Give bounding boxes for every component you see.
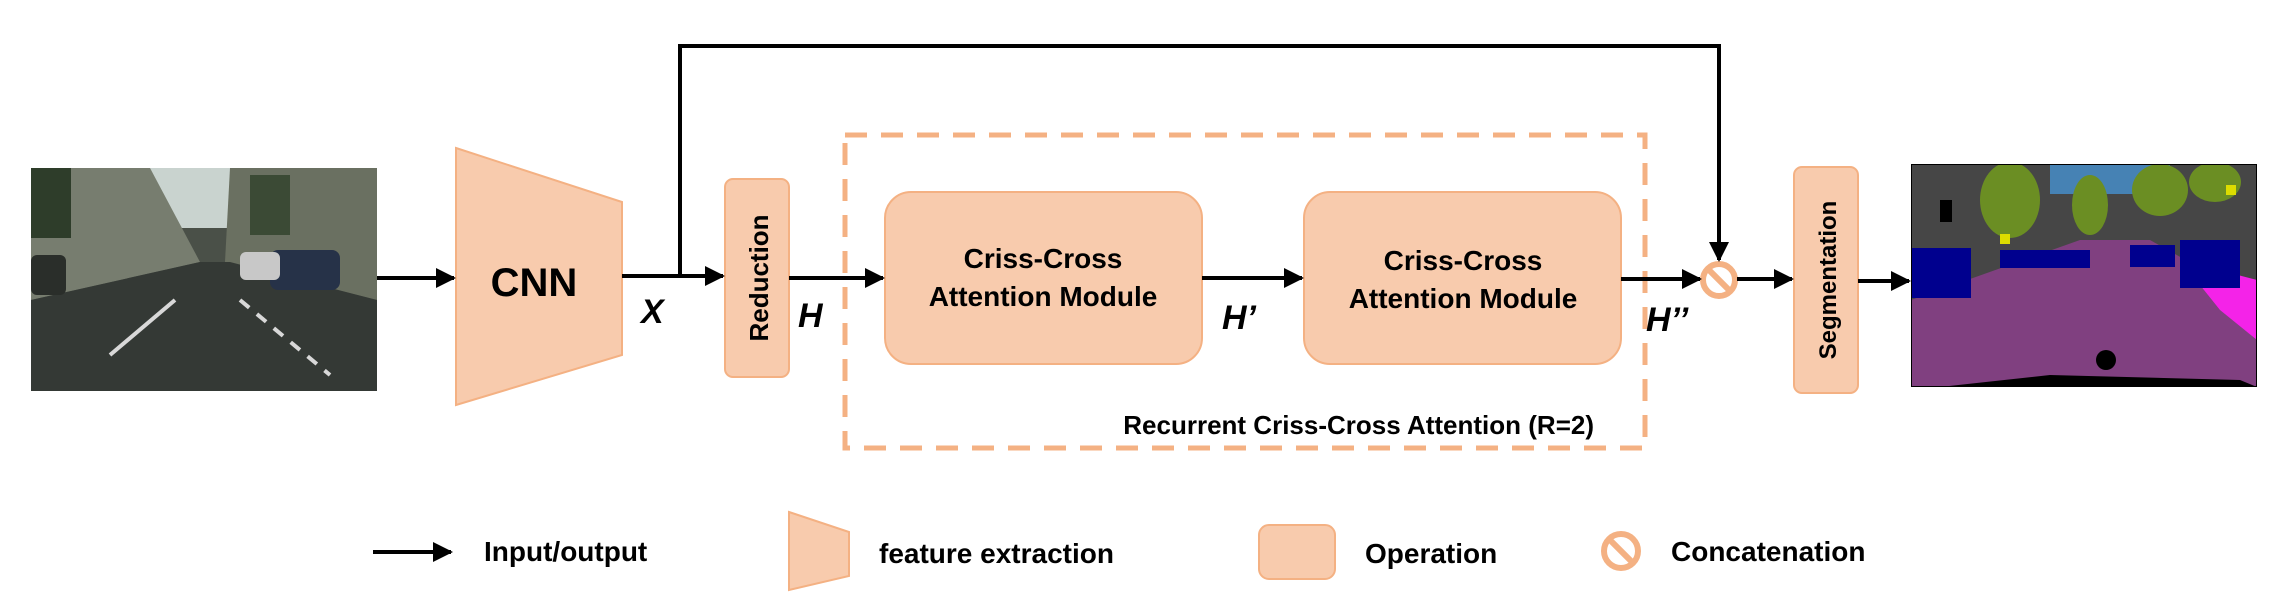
feature-label-x: X: [639, 293, 666, 331]
cca-module-2-line1: Criss-Cross: [1384, 245, 1543, 276]
legend: Input/output feature extraction Operatio…: [373, 510, 1865, 592]
output-image: [1911, 164, 2257, 387]
rcca-caption: Recurrent Criss-Cross Attention (R=2): [1123, 410, 1594, 440]
input-image: [31, 168, 377, 391]
cca-module-2: [1303, 191, 1622, 365]
legend-concat-label: Concatenation: [1671, 536, 1865, 567]
legend-trapezoid-label: feature extraction: [879, 538, 1114, 569]
cca-module-1-line2: Attention Module: [929, 281, 1158, 312]
flow-arrows: [377, 44, 1911, 291]
legend-arrow-label: Input/output: [484, 536, 647, 567]
segmentation-label: Segmentation: [1815, 201, 1842, 360]
legend-concat-icon: [1601, 531, 1641, 571]
arrow-skip-connection: [678, 44, 1729, 276]
legend-trapezoid-icon: [788, 510, 850, 592]
cca-module-1-line1: Criss-Cross: [964, 243, 1123, 274]
rcca-dashed-box: [842, 132, 1648, 451]
cnn-trapezoid: [455, 146, 623, 407]
cca-module-1: [884, 191, 1203, 365]
cca-module-2-line2: Attention Module: [1349, 283, 1578, 314]
feature-label-h-prime: H’: [1222, 299, 1257, 337]
concat-symbol: [1700, 261, 1738, 299]
feature-label-h: H: [798, 297, 824, 335]
legend-box-icon: [1258, 524, 1336, 580]
cnn-label: CNN: [491, 261, 578, 305]
feature-label-h-double-prime: H’’: [1646, 301, 1689, 339]
legend-box-label: Operation: [1365, 538, 1497, 569]
reduction-label: Reduction: [744, 214, 774, 341]
